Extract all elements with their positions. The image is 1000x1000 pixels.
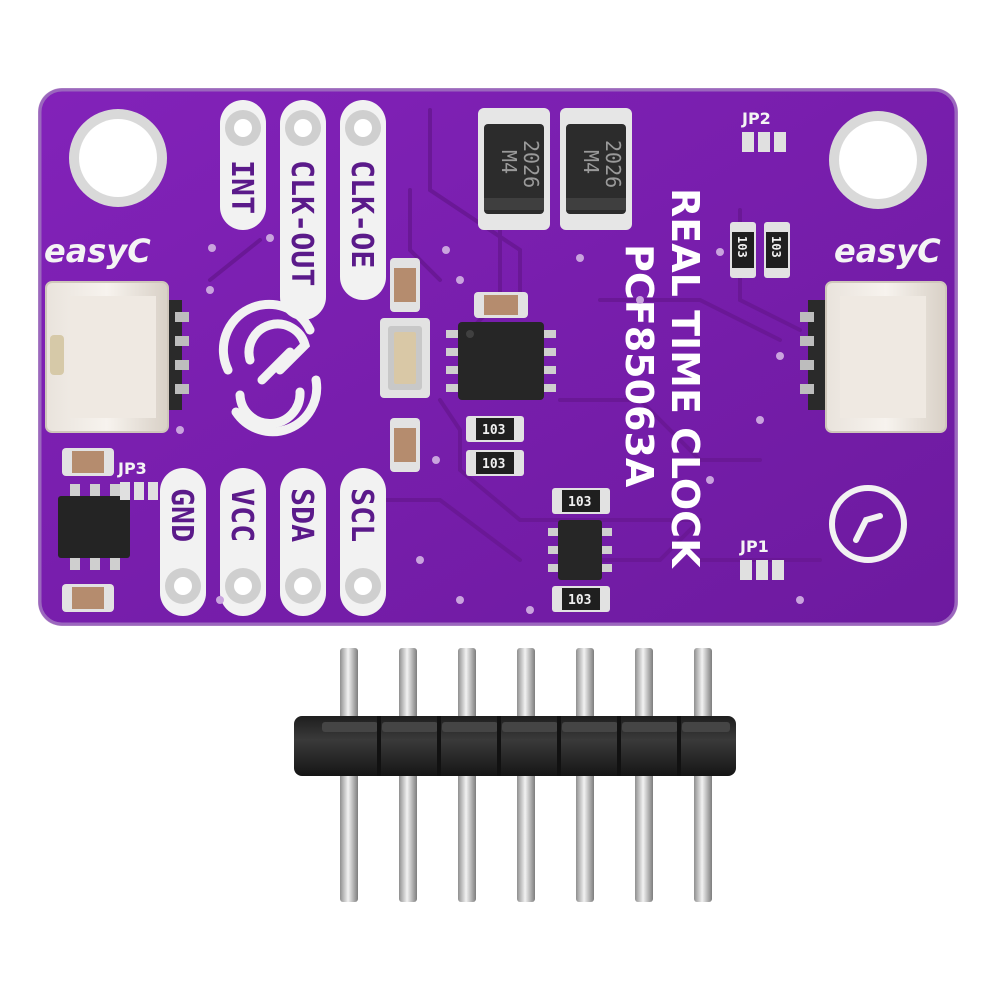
capacitor-c1	[390, 258, 420, 312]
bottom-pin-header-pads: GND VCC SDA SCL	[160, 468, 386, 616]
resistor-r5: 103	[730, 222, 756, 278]
svg-text:103: 103	[482, 457, 505, 472]
resistor-r3: 103	[552, 488, 610, 514]
pin-label-gnd: GND	[164, 488, 199, 542]
pin-label-scl: SCL	[344, 488, 379, 542]
capacitor-c5	[62, 584, 114, 612]
crystal-oscillator	[380, 318, 430, 398]
soldered-logo-icon	[218, 299, 322, 437]
easyc-label-right: easyC	[834, 232, 941, 270]
svg-text:103: 103	[482, 423, 505, 438]
buffer-chip	[548, 520, 612, 580]
pin-label-clk-out: CLK-OUT	[284, 160, 319, 286]
pin-label-clk-oe: CLK-OE	[344, 160, 379, 268]
pin-header-7pos	[294, 648, 736, 902]
diode-d2-marking-1: M4	[579, 150, 603, 174]
easyc-connector-left	[45, 281, 189, 433]
svg-text:JP1: JP1	[739, 537, 769, 556]
capacitor-c4	[62, 448, 114, 476]
resistor-r4: 103	[552, 586, 610, 612]
easyc-label-left: easyC	[44, 232, 151, 270]
jumper-jp2: JP2	[741, 109, 786, 152]
diode-d1: M4 2026	[478, 108, 550, 230]
diode-d1-marking-1: M4	[497, 150, 521, 174]
diode-d2: M4 2026	[560, 108, 632, 230]
header-plastic-segments	[322, 722, 730, 732]
jumper-jp3: JP3	[117, 459, 158, 500]
svg-text:103: 103	[568, 495, 591, 510]
capacitor-c3	[390, 418, 420, 472]
pin-label-sda: SDA	[284, 488, 319, 542]
svg-text:103: 103	[568, 593, 591, 608]
diode-d1-marking-2: 2026	[519, 140, 543, 188]
mounting-hole-right	[829, 111, 927, 209]
diode-d2-marking-2: 2026	[601, 140, 625, 188]
rtc-chip-pcf85063a	[446, 322, 556, 400]
board-title-line1: REAL TIME CLOCK	[663, 188, 707, 569]
mounting-hole-left	[69, 109, 167, 207]
resistor-r2: 103	[466, 450, 524, 476]
top-pin-header-pads: INT CLK-OUT CLK-OE	[220, 100, 386, 320]
pin-label-int: INT	[224, 160, 259, 214]
capacitor-c2	[474, 292, 528, 318]
svg-text:103: 103	[735, 236, 749, 258]
jumper-jp1: JP1	[739, 537, 784, 580]
board-title-line2: PCF85063A	[617, 244, 661, 488]
svg-text:JP2: JP2	[741, 109, 771, 128]
resistor-r1: 103	[466, 416, 524, 442]
svg-text:JP3: JP3	[117, 459, 147, 478]
pin-label-vcc: VCC	[224, 488, 259, 542]
pcb-vias	[176, 234, 804, 614]
pcb-board: INT CLK-OUT CLK-OE GND VCC SDA SCL easyC	[38, 88, 958, 626]
clock-icon	[829, 485, 907, 563]
resistor-r6: 103	[764, 222, 790, 278]
voltage-regulator	[58, 484, 130, 570]
svg-text:103: 103	[769, 236, 783, 258]
easyc-connector-right	[800, 281, 947, 433]
header-plastic-dividers	[377, 716, 681, 776]
